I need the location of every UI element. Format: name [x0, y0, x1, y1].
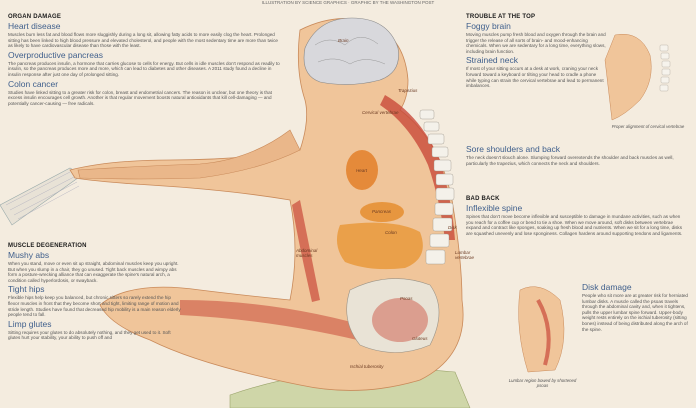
heart-disease-title: Heart disease — [8, 21, 61, 31]
label-brain: Brain — [338, 38, 349, 43]
disk-damage-body: People who sit more are at greater risk … — [582, 293, 688, 332]
pancreas-title: Overproductive pancreas — [8, 49, 103, 60]
organ-damage-heading: ORGAN DAMAGE — [8, 14, 62, 20]
label-cervical: Cervical vertebrae — [362, 110, 399, 115]
colon-cancer-title: Colon cancer — [8, 78, 59, 89]
neck-inset-vertebrae — [659, 44, 671, 92]
bad-back-heading: BAD BACK — [466, 196, 500, 202]
label-lumbar: Lumbar vertebrae — [455, 250, 475, 260]
label-psoas: Psoas — [400, 296, 413, 301]
label-ischial: Ischial tuberosity — [350, 364, 384, 369]
inflexible-spine-body: Spines that don't move become inflexible… — [466, 214, 683, 236]
foggy-brain-body: Moving muscles pump fresh blood and oxyg… — [466, 32, 606, 54]
disk-damage-title: Disk damage — [582, 282, 632, 292]
label-pancreas: Pancreas — [372, 209, 392, 214]
mushy-abs-body: When you stand, move or even sit up stra… — [8, 261, 179, 283]
pelvis — [346, 278, 440, 353]
bad-back-block: BAD BACK Inflexible spine Spines that do… — [466, 196, 688, 236]
arm — [77, 129, 301, 180]
label-heart: Heart — [356, 168, 368, 173]
keyboard — [0, 167, 83, 226]
shoulders-title: Sore shoulders and back — [466, 144, 561, 154]
spine — [419, 109, 455, 265]
limp-glutes-title: Limp glutes — [8, 318, 52, 329]
disk-caption: Lumbar region bowed by shortened psoas — [508, 378, 577, 388]
label-abdominal: Abdominal muscles — [296, 248, 318, 258]
abdominal-muscle — [292, 200, 320, 302]
organ-damage-block: ORGAN DAMAGE Heart disease Muscles burn … — [8, 14, 280, 106]
brain — [303, 17, 399, 85]
muscle-heading: MUSCLE DEGENERATION — [8, 243, 87, 249]
heart-disease-body: Muscles burn less fat and blood flows mo… — [8, 32, 278, 49]
heart-organ — [346, 150, 378, 190]
thigh-muscle — [180, 300, 380, 345]
psoas-inset — [536, 299, 551, 366]
limp-glutes-body: Sitting requires your glutes to do absol… — [8, 329, 171, 341]
tight-hips-body: Flexible hips help keep you balanced, bu… — [8, 295, 181, 318]
lumbar-inset — [518, 286, 565, 373]
pancreas-organ — [360, 202, 404, 222]
strained-neck-title: Strained neck — [466, 55, 518, 66]
brain-folds — [314, 37, 386, 65]
neck-caption: Proper alignment of cervical vertebrae — [611, 124, 685, 129]
label-disk: Disk — [448, 225, 457, 230]
inflexible-spine-title: Inflexible spine — [466, 203, 523, 213]
trouble-block: TROUBLE AT THE TOP Foggy brain Moving mu… — [466, 14, 606, 89]
tight-hips-title: Tight hips — [8, 284, 45, 295]
mushy-abs-title: Mushy abs — [8, 250, 50, 260]
shoulders-block: Sore shoulders and back The neck doesn't… — [466, 143, 686, 166]
colon-cancer-body: Studies have linked sitting to a greater… — [8, 89, 272, 106]
gluteus-muscle — [372, 298, 428, 342]
muscle-block: MUSCLE DEGENERATION Mushy abs When you s… — [8, 243, 183, 341]
pancreas-body: The pancreas produces insulin, a hormone… — [8, 60, 280, 77]
shoulders-body: The neck doesn't slouch alone. Slumping … — [466, 155, 674, 166]
colon-organ — [336, 222, 423, 270]
disk-damage-block: Disk damage People who sit more are at g… — [582, 281, 690, 332]
label-gluteus: Gluteus — [412, 336, 428, 341]
label-trapezius: Trapezius — [398, 88, 418, 93]
neck-inset — [604, 33, 652, 121]
label-colon: Colon — [385, 230, 397, 235]
strained-neck-body: If most of your sitting occurs at a desk… — [466, 66, 604, 89]
header-credit: ILLUSTRATION BY SCIENCE GRAPHICS · GRAPH… — [261, 0, 435, 5]
keyboard-keys — [5, 171, 80, 220]
trouble-heading: TROUBLE AT THE TOP — [466, 14, 536, 20]
foggy-brain-title: Foggy brain — [466, 21, 511, 31]
